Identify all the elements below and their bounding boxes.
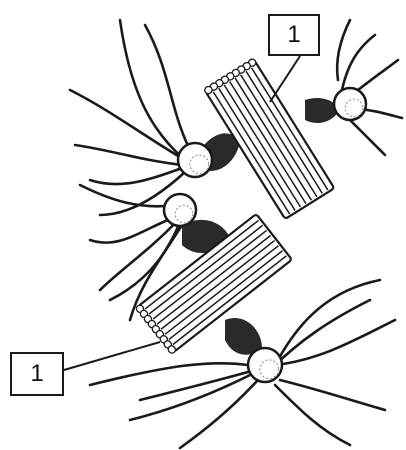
fiber-16: [270, 300, 370, 370]
label-box-lower: 1: [10, 352, 64, 396]
sphere-2: [164, 194, 196, 226]
fiber-23: [90, 363, 248, 385]
fiber-17: [275, 320, 395, 365]
leader-line-upper: [270, 56, 300, 102]
fiber-20: [140, 370, 255, 400]
fiber-2: [70, 90, 185, 160]
fiber-6: [145, 25, 190, 150]
leader-line-lower: [64, 342, 160, 370]
label-box-upper: 1: [268, 14, 320, 56]
fiber-4: [90, 168, 182, 184]
sphere-3: [334, 88, 366, 120]
label-text-lower: 1: [30, 360, 43, 388]
fiber-19: [275, 385, 350, 445]
label-text-upper: 1: [287, 21, 300, 49]
fiber-15: [80, 185, 175, 206]
